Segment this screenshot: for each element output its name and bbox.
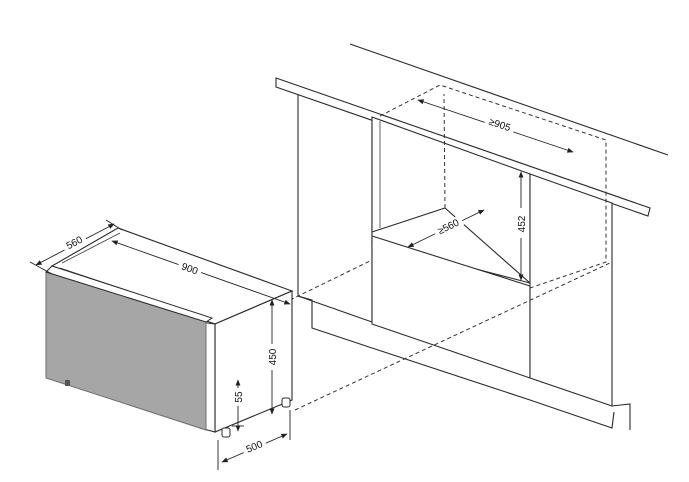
- cabinet-unit: [275, 43, 669, 430]
- niche-width-label: ≥905: [487, 117, 512, 135]
- foot-front-left: [65, 380, 70, 386]
- niche-height-dimension: 452: [514, 171, 528, 281]
- insertion-guide-lower: [294, 261, 613, 411]
- niche-height-label: 452: [517, 215, 528, 232]
- left-side-panel: [297, 91, 373, 323]
- niche-width-dimension: ≥905: [417, 99, 574, 153]
- insertion-guide-upper: [289, 259, 373, 301]
- appliance-width-label: 900: [180, 261, 200, 277]
- foot-front-right: [221, 427, 231, 438]
- right-side-panel: [529, 173, 613, 407]
- plinth-height-dimension: 55: [231, 379, 245, 432]
- appliance-height-dimension: 450: [265, 299, 279, 415]
- appliance: [45, 227, 294, 438]
- appliance-height-label: 450: [268, 348, 279, 365]
- plinth-line: [297, 295, 615, 429]
- foot-back-right: [281, 397, 291, 408]
- plinth-height-label: 55: [234, 391, 245, 403]
- niche-outline-dashed: [379, 84, 607, 289]
- appliance-width-dimension: 900: [111, 240, 291, 305]
